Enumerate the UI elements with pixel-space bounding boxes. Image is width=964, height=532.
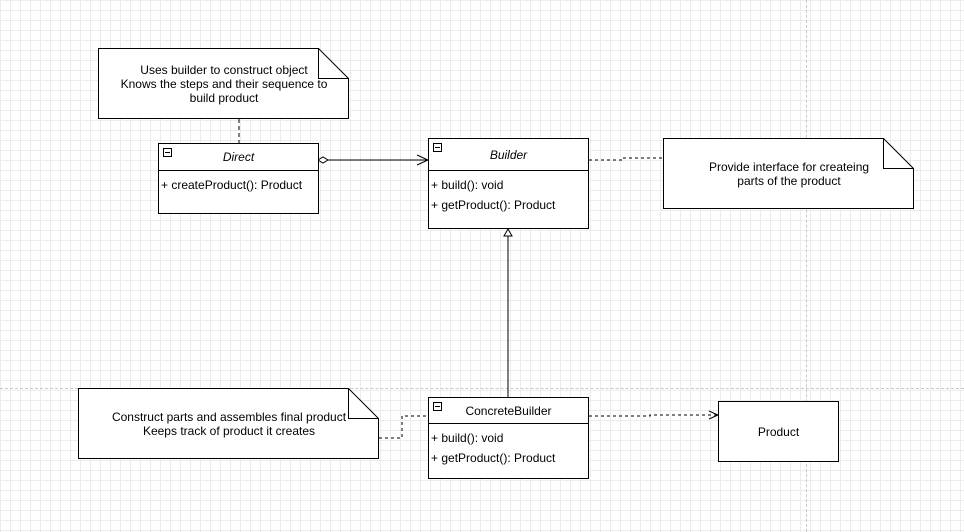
class-member[interactable]: + build(): void — [431, 178, 504, 192]
product-box[interactable]: Product — [718, 401, 839, 462]
class-director-header: Direct — [159, 144, 318, 171]
class-member[interactable]: + getProduct(): Product — [431, 451, 556, 465]
class-builder[interactable]: Builder + build(): void + getProduct(): … — [428, 138, 589, 229]
note-link-builder[interactable] — [589, 157, 663, 161]
class-concrete-builder-name: ConcreteBuilder — [465, 403, 552, 418]
class-member[interactable]: + getProduct(): Product — [431, 198, 556, 212]
dependency-connector[interactable] — [589, 410, 720, 420]
class-director-name: Direct — [222, 150, 255, 164]
product-label: Product — [757, 424, 800, 439]
aggregation-connector[interactable] — [317, 154, 430, 166]
note-concrete-builder[interactable]: Construct parts and assembles final prod… — [78, 388, 380, 460]
note-concrete-line2: Keeps track of product it creates — [142, 424, 316, 438]
class-member[interactable]: + createProduct(): Product — [161, 178, 303, 192]
collapse-icon[interactable] — [433, 143, 442, 152]
collapse-icon[interactable] — [433, 402, 442, 411]
class-concrete-builder-members: + build(): void + getProduct(): Product — [429, 424, 588, 468]
note-concrete-line1: Construct parts and assembles final prod… — [111, 410, 347, 424]
note-builder-text: Provide interface for createing parts of… — [663, 160, 915, 188]
class-concrete-builder[interactable]: ConcreteBuilder + build(): void + getPro… — [428, 397, 589, 479]
note-director-line2: Knows the steps and their sequence to — [120, 77, 328, 91]
note-builder-line1: Provide interface for createing — [708, 160, 870, 174]
note-concrete-text: Construct parts and assembles final prod… — [78, 410, 380, 438]
collapse-icon[interactable] — [163, 148, 172, 157]
class-builder-members: + build(): void + getProduct(): Product — [429, 171, 588, 215]
page-break-horizontal — [0, 388, 964, 389]
class-builder-name: Builder — [489, 147, 528, 162]
note-director-line1: Uses builder to construct object — [140, 63, 308, 77]
class-builder-header: Builder — [429, 139, 588, 171]
class-director[interactable]: Direct + createProduct(): Product — [158, 143, 319, 214]
note-link-concrete[interactable] — [379, 415, 428, 439]
class-concrete-builder-header: ConcreteBuilder — [429, 398, 588, 424]
note-builder-line2: parts of the product — [737, 174, 841, 188]
note-director-line3: build product — [189, 91, 259, 105]
class-director-members: + createProduct(): Product — [159, 171, 318, 195]
note-shape — [78, 388, 379, 459]
inheritance-connector[interactable] — [503, 227, 513, 397]
note-builder[interactable]: Provide interface for createing parts of… — [663, 138, 915, 210]
page-break-vertical — [806, 0, 807, 532]
note-shape — [98, 48, 349, 119]
note-director[interactable]: Uses builder to construct object Knows t… — [98, 48, 350, 120]
note-shape — [663, 138, 914, 209]
class-member[interactable]: + build(): void — [431, 431, 504, 445]
note-director-text: Uses builder to construct object Knows t… — [98, 63, 350, 105]
